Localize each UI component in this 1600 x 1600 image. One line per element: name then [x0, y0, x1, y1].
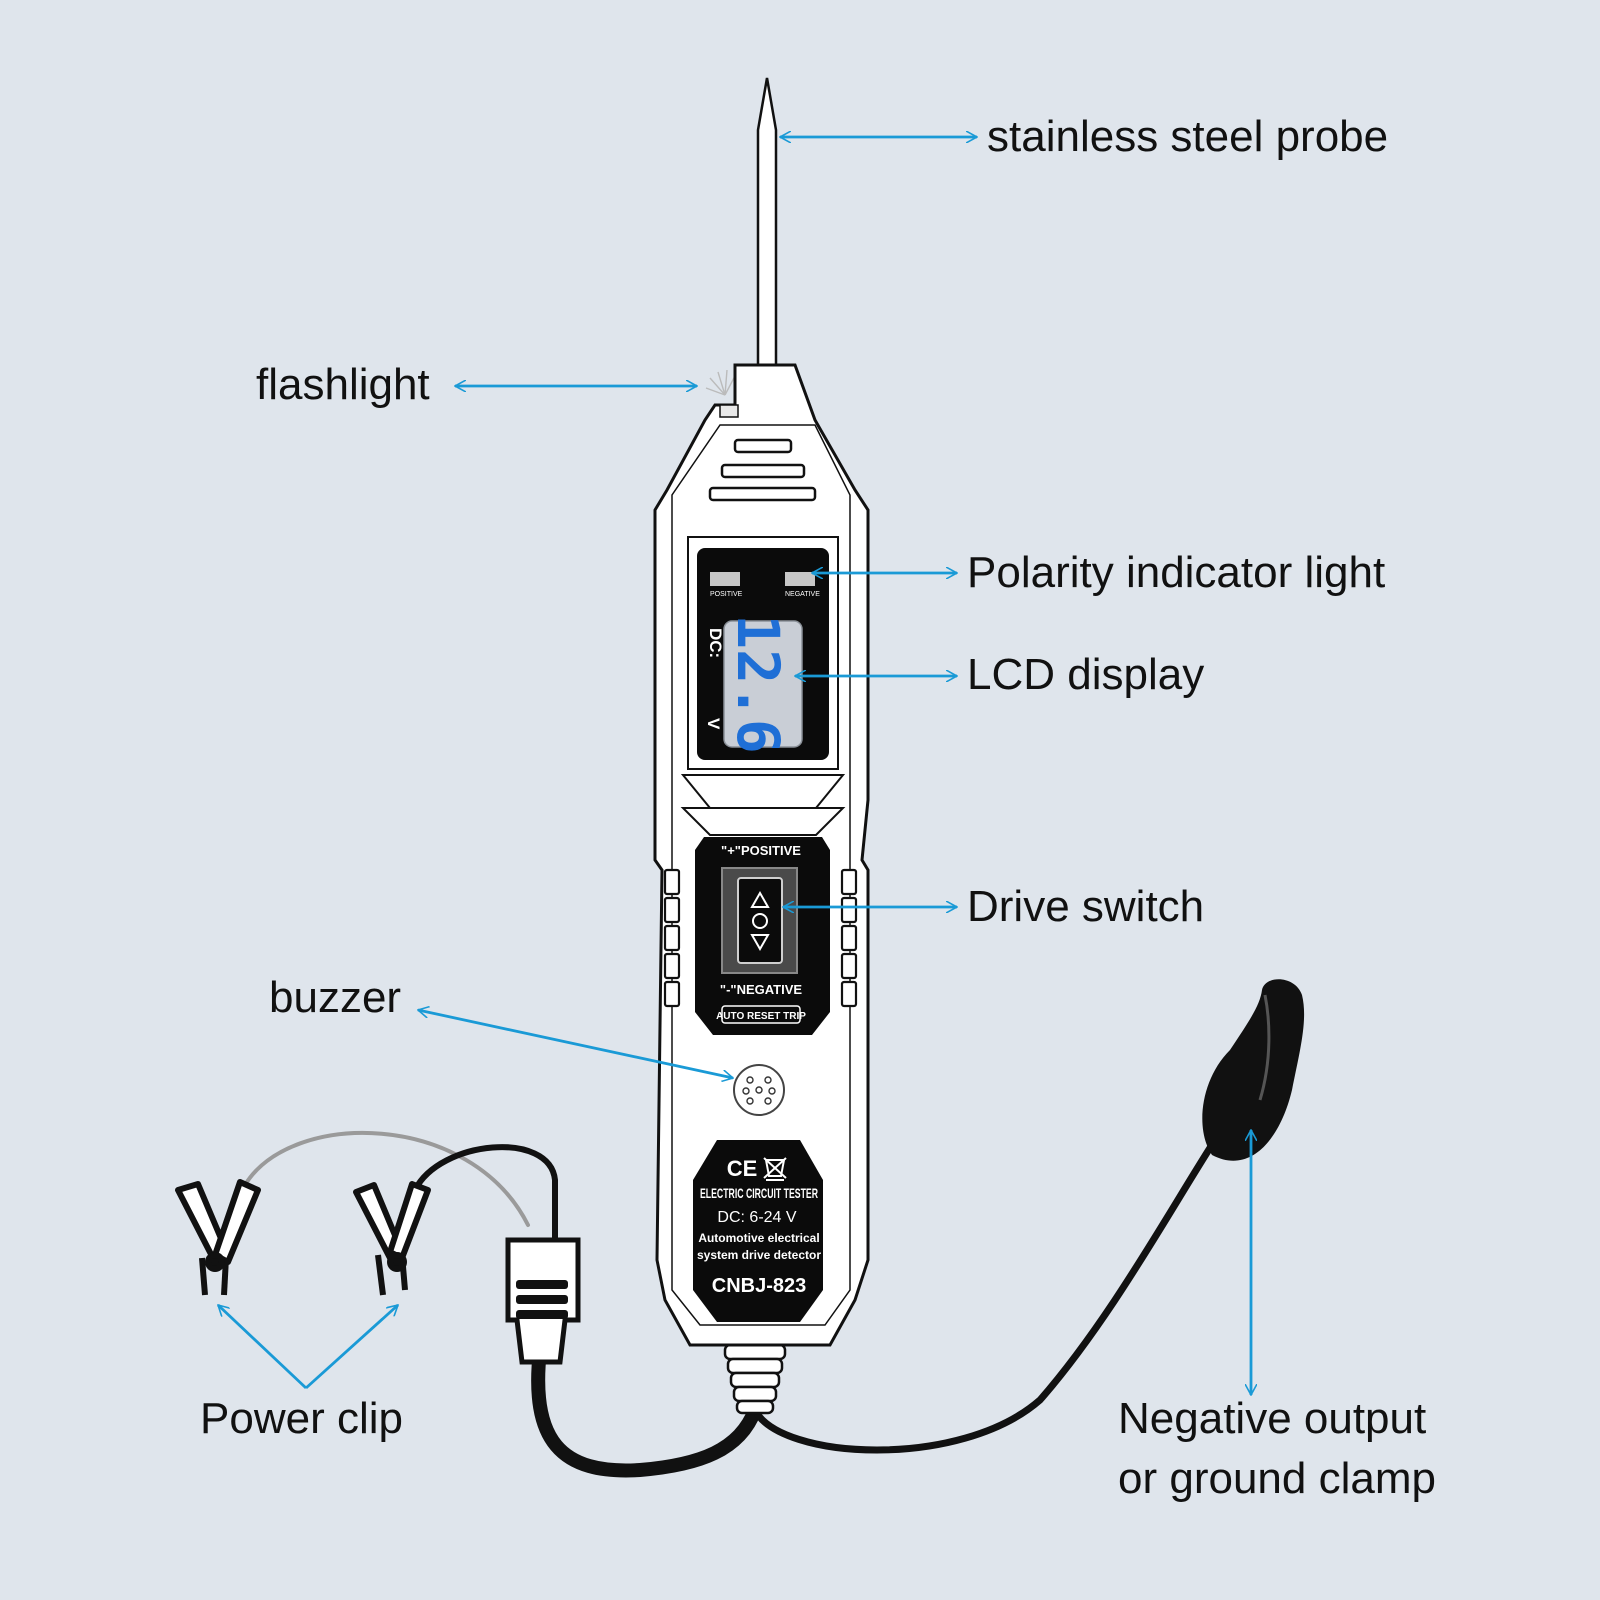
auto-reset-label: AUTO RESET TRIP [716, 1011, 806, 1022]
power-clip-left [175, 1179, 261, 1296]
certification-marks: CE [727, 1156, 758, 1181]
label-stainless-steel-probe: stainless steel probe [987, 112, 1389, 161]
switch-center-mark [752, 913, 768, 929]
positive-indicator-light [710, 572, 740, 586]
positive-indicator-label: POSITIVE [710, 591, 743, 598]
cables [243, 1130, 1219, 1478]
recycle-bin-icon [763, 1157, 787, 1181]
label-power-clip: Power clip [200, 1394, 403, 1443]
switch-negative-label: "-"NEGATIVE [720, 982, 802, 997]
switch-down-arrow-icon [750, 934, 770, 952]
stainless-steel-probe [756, 77, 778, 367]
label-polarity-indicator: Polarity indicator light [967, 548, 1386, 597]
switch-positive-label: "+"POSITIVE [721, 843, 801, 858]
model-number: CNBJ-823 [712, 1275, 806, 1297]
negative-indicator-light [785, 572, 815, 586]
arrow-power-clip-left [218, 1305, 307, 1390]
lcd-screen [723, 620, 803, 748]
voltage-range: DC: 6-24 V [717, 1209, 796, 1226]
arrow-buzzer [418, 1010, 733, 1078]
side-grips [663, 868, 858, 1008]
label-negative-output: Negative output [1118, 1394, 1427, 1443]
description-line-2: system drive detector [697, 1248, 821, 1262]
buzzer [733, 1064, 785, 1116]
lcd-reading: 12.6 [724, 614, 792, 754]
drive-switch-rocker[interactable] [737, 877, 783, 964]
power-clip-right [353, 1181, 431, 1296]
ground-cable [751, 1136, 1219, 1454]
label-lcd-display: LCD display [967, 650, 1205, 699]
vent-slots [708, 438, 817, 502]
label-flashlight: flashlight [256, 360, 430, 409]
gray-cable [243, 1130, 530, 1227]
power-connector-plug [505, 1237, 581, 1365]
middle-bevel [680, 774, 846, 809]
unit-label: V [704, 718, 723, 730]
callout-arrows [218, 137, 1251, 1395]
tester-body-inner-edge [671, 424, 851, 1326]
arrow-power-clip-right [305, 1305, 398, 1390]
negative-indicator-label: NEGATIVE [785, 591, 820, 598]
label-buzzer: buzzer [269, 973, 402, 1022]
label-plate [693, 1140, 823, 1322]
black-cable-upper [412, 1144, 558, 1243]
label-ground-clamp: or ground clamp [1118, 1454, 1436, 1503]
dc-label: DC: [706, 628, 725, 658]
flashlight-lens [719, 404, 739, 418]
label-drive-switch: Drive switch [967, 882, 1205, 931]
ground-clamp [1202, 979, 1305, 1161]
switch-up-arrow-icon [750, 890, 770, 908]
flashlight-glow [705, 369, 737, 396]
black-cable-lower [531, 1343, 762, 1478]
product-name: ELECTRIC CIRCUIT TESTER [700, 1185, 818, 1201]
description-line-1: Automotive electrical [698, 1231, 819, 1245]
strain-relief [723, 1343, 787, 1415]
